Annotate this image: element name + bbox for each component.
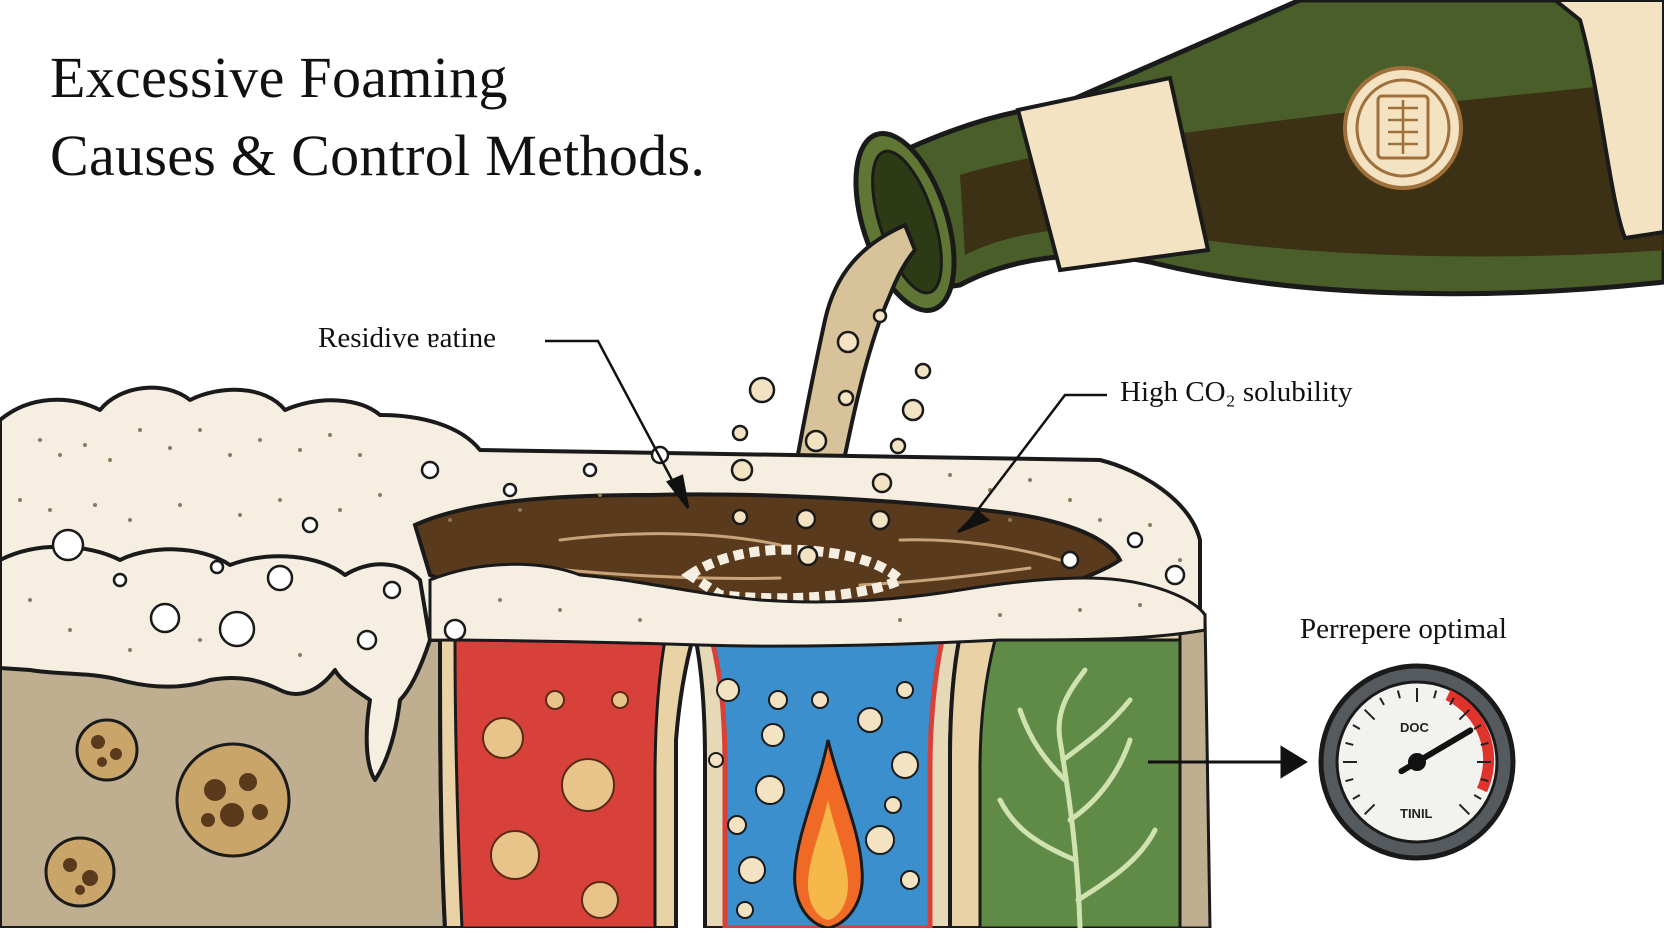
root-lines (997, 667, 1158, 931)
callout-residive (545, 339, 690, 509)
layer-tan-right (1178, 613, 1212, 930)
gauge-tick (1363, 708, 1376, 721)
airborne-bubbles (730, 308, 932, 567)
bottle-neck-label (1015, 75, 1211, 273)
gauge-tick (1473, 794, 1482, 800)
gauge-tick (1433, 690, 1438, 699)
cell-textures (44, 718, 291, 908)
cup-cross-section (0, 613, 1212, 931)
foam-rim (428, 562, 1207, 648)
gauge-tick (1480, 741, 1489, 746)
label-co2-solubility: High CO₂ solubility (1120, 376, 1353, 408)
gauge-tick (1458, 708, 1471, 721)
gauge-tick (1363, 803, 1376, 816)
bottle (853, 0, 1664, 313)
gauge-tick (1449, 697, 1455, 706)
bottle-seal-icon (1343, 66, 1463, 190)
gauge-red-zone (1445, 690, 1495, 793)
label-residive: Residive ɐatine (318, 322, 496, 354)
layer-red (453, 638, 667, 930)
gauge-tick (1345, 778, 1354, 783)
foam-speckle (18, 428, 1182, 657)
cell-red-dots (482, 690, 629, 919)
callout-co2 (957, 393, 1107, 534)
gauge-tick (1345, 741, 1354, 746)
foam-front (0, 544, 432, 782)
gauge-tick (1396, 690, 1401, 699)
gauge-tick (1473, 724, 1482, 730)
gauge-tick (1352, 724, 1361, 730)
gauge-bottom-text: TINIL (1400, 806, 1433, 821)
gauge-tick (1458, 803, 1471, 816)
bottle-main-label (1551, 0, 1664, 241)
gauge-tick (1352, 794, 1361, 800)
gauge-tick (1480, 778, 1489, 783)
title-line-1: Excessive Foaming (50, 45, 508, 110)
foam-bubbles (51, 445, 1186, 651)
gauge-tick (1379, 697, 1385, 706)
pressure-gauge-icon: DOC TINIL (1318, 663, 1516, 861)
callout-gauge (1148, 745, 1308, 779)
bubbles-blue (708, 678, 920, 919)
gauge-top-text: DOC (1400, 720, 1430, 735)
label-gauge: Perrepere optimal (1300, 613, 1507, 645)
title-line-2: Causes & Control Methods. (50, 123, 706, 188)
gauge-ticks (1343, 688, 1491, 816)
